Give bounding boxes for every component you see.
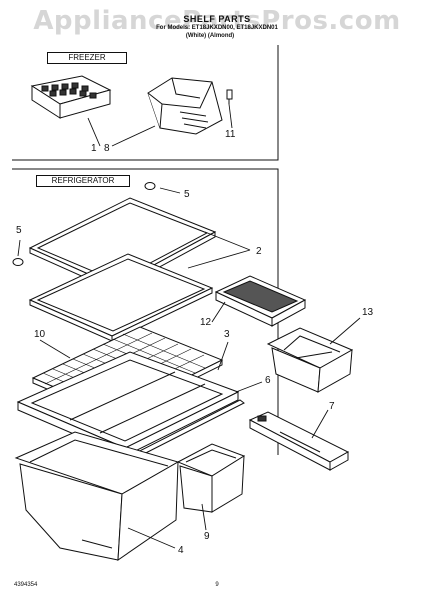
model-numbers: For Models: ET18JKXDN00, ET18JKXDN01 [156,25,278,31]
callout-7: 7 [329,401,335,412]
callout-3: 3 [224,329,230,340]
shelf-support-part [12,182,156,266]
callout-6: 6 [265,375,271,386]
callout-5-left: 5 [16,225,22,236]
callout-13: 13 [362,307,374,318]
leader-lines [17,103,361,549]
callout-12: 12 [200,317,212,328]
crisper-drawer-left-part [14,431,180,561]
model-colors: (White) (Almond) [185,33,235,39]
callout-4: 4 [178,545,184,556]
ice-tray-part [30,75,112,119]
crisper-drawer-right-part [176,443,246,513]
freezer-label: FREEZER [47,52,127,64]
callout-8: 8 [104,143,110,154]
deli-drawer-part [266,327,354,393]
callout-9: 9 [204,531,210,542]
deli-cover-part [214,275,307,327]
callout-2: 2 [256,246,262,257]
diagram-title: SHELF PARTS [183,14,251,24]
callout-5-top: 5 [184,189,190,200]
middle-shelf-part [28,253,214,342]
screw-part [226,89,233,104]
freezer-shelf-bracket-part [147,77,223,135]
page-number: 9 [215,582,219,588]
control-cover-part [248,411,350,471]
callout-1: 1 [91,143,97,154]
refrigerator-label: REFRIGERATOR [36,175,130,187]
callout-10: 10 [34,329,46,340]
document-number: 4394354 [14,582,38,588]
callout-11: 11 [225,129,236,140]
watermark: AppliancePartsPros.com [33,6,401,36]
